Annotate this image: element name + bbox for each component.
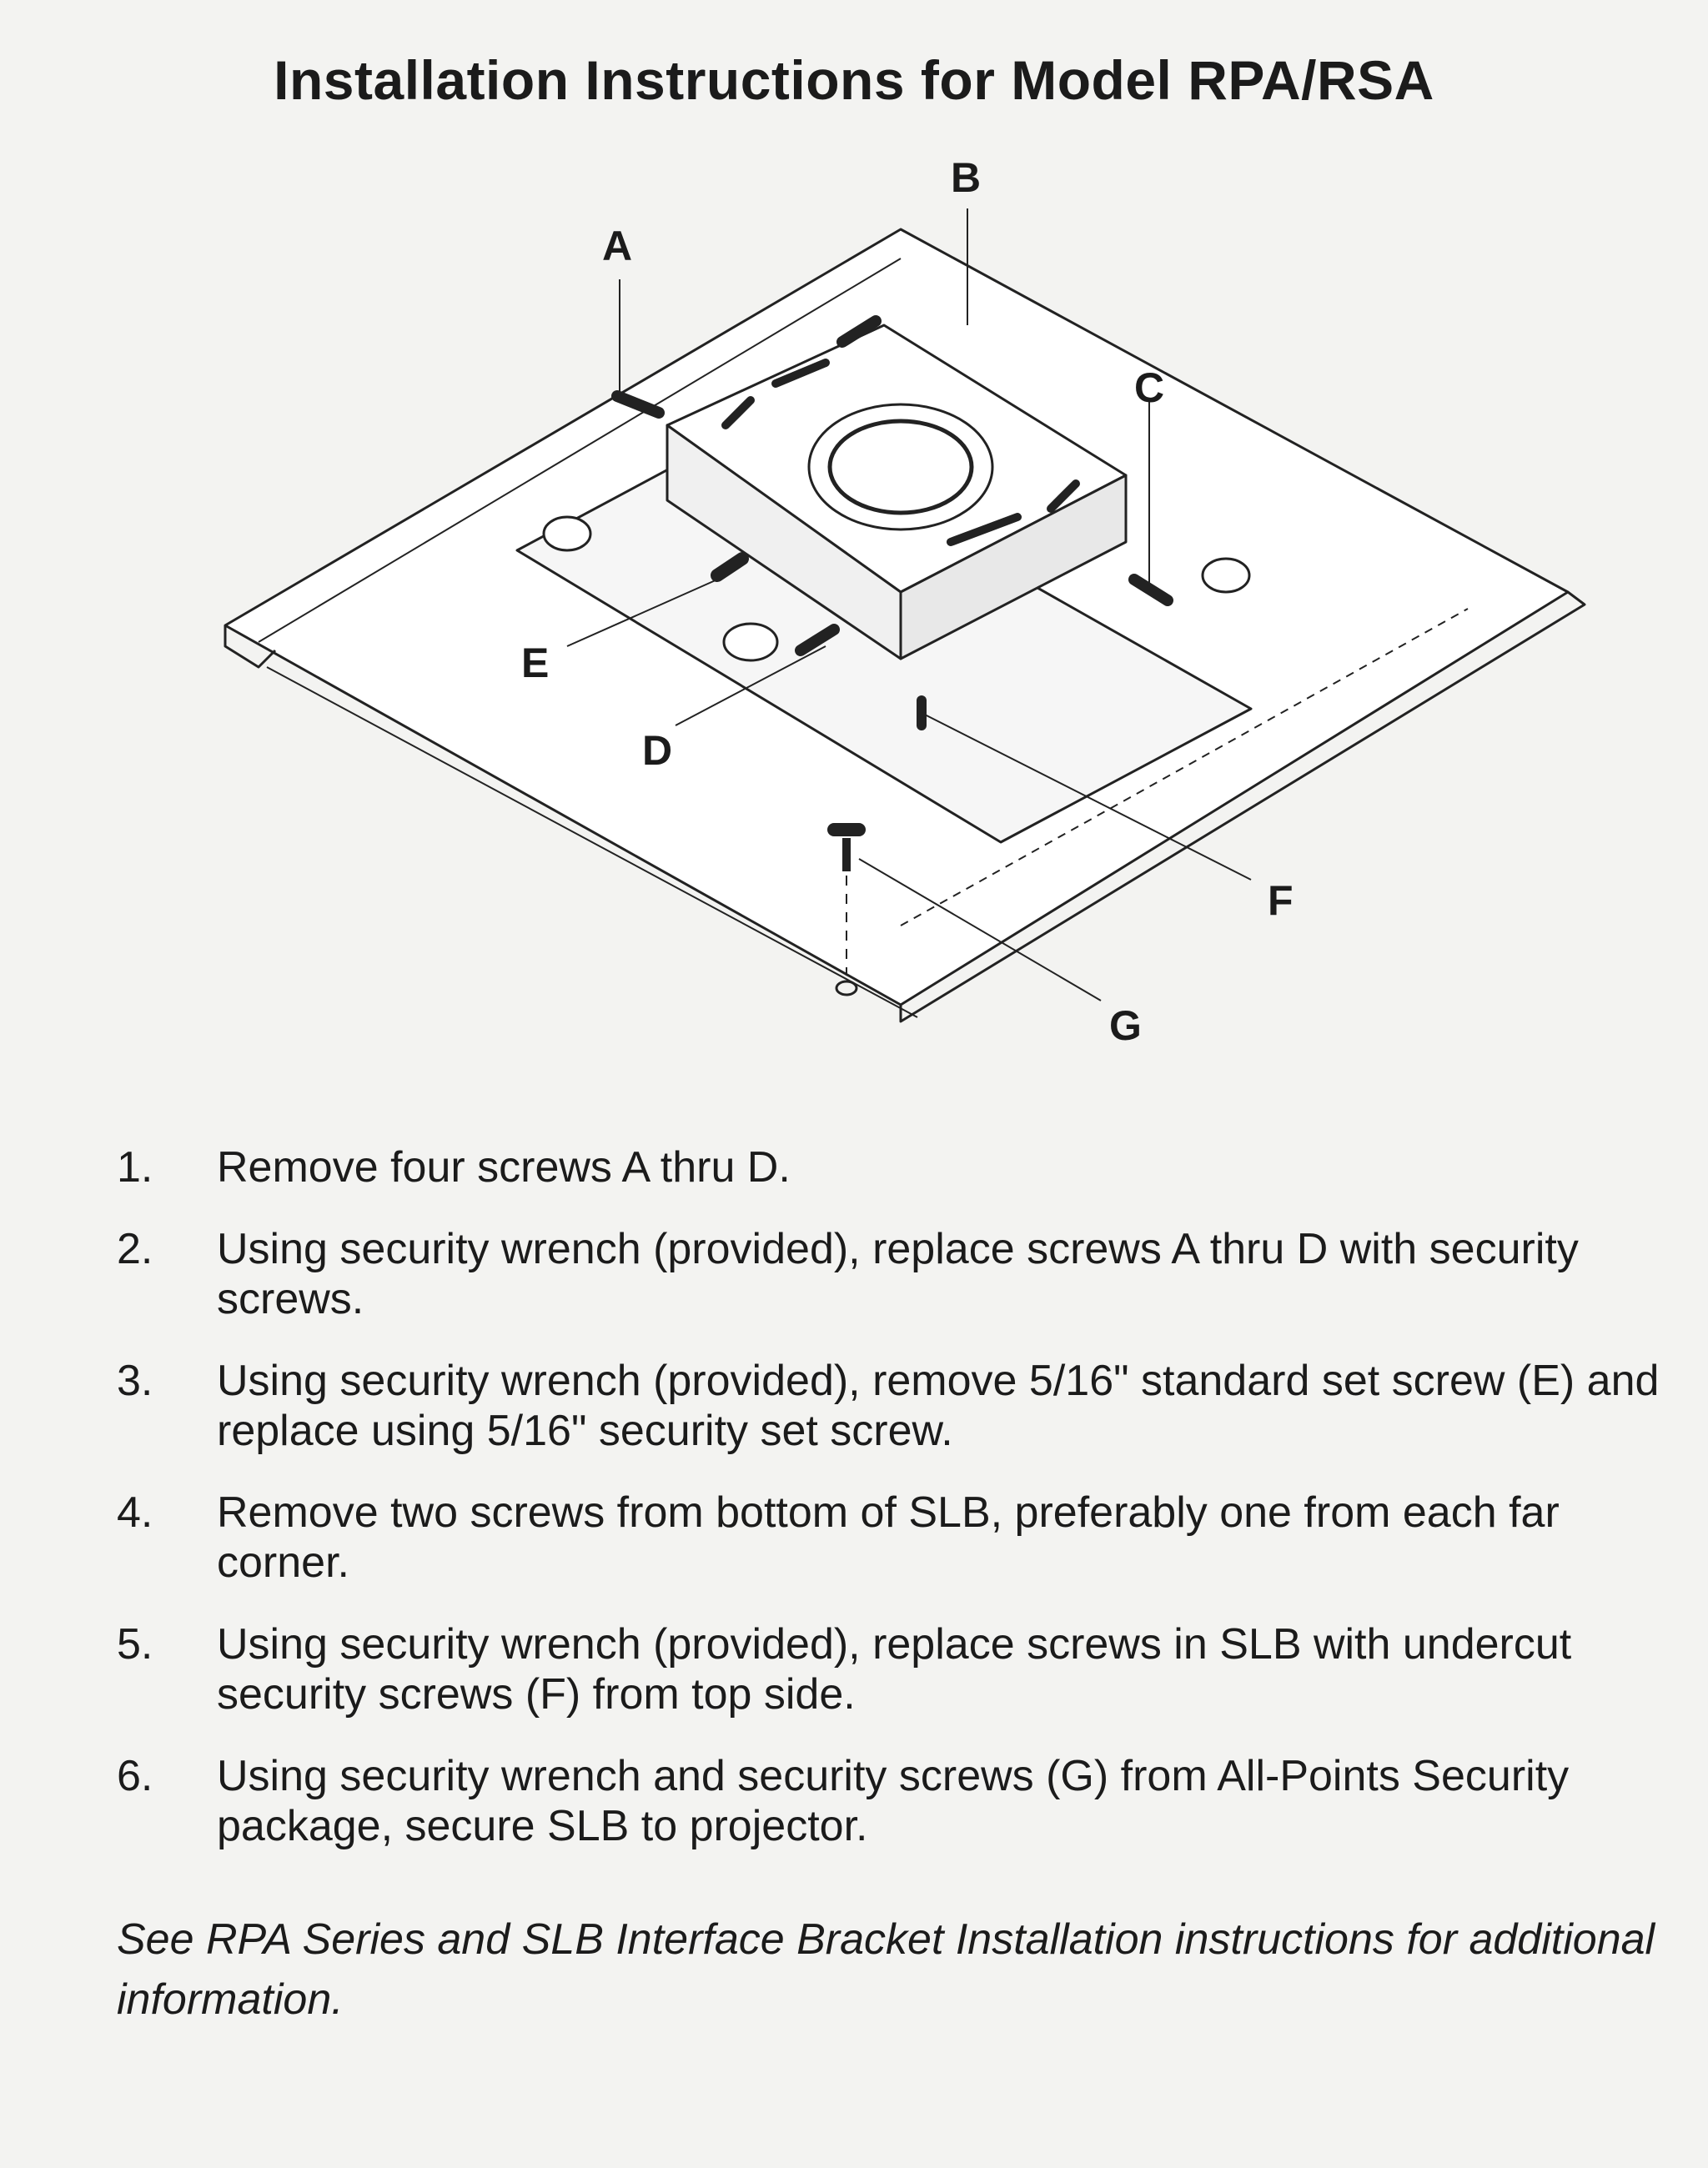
bolt-left <box>542 515 592 552</box>
screw-d <box>795 624 840 656</box>
step-text: Remove four screws A thru D. <box>217 1143 791 1192</box>
instruction-steps: 1. Remove four screws A thru D. 2. Using… <box>117 1142 1668 1883</box>
footnote: See RPA Series and SLB Interface Bracket… <box>117 1915 1655 2024</box>
leader-e <box>566 579 718 647</box>
leader-g <box>858 858 1102 1001</box>
step-text: Using security wrench (provided), replac… <box>217 1620 1572 1719</box>
plate-hole-g <box>835 980 858 996</box>
step-number: 4. <box>117 1488 153 1537</box>
leader-d <box>675 645 826 726</box>
callout-f: F <box>1268 877 1294 924</box>
step-number: 1. <box>117 1143 153 1192</box>
center-bore-inner <box>827 419 974 515</box>
screw-b <box>836 315 882 348</box>
callout-d: D <box>642 727 673 774</box>
instruction-step: 2. Using security wrench (provided), rep… <box>117 1224 1668 1324</box>
instruction-step: 3. Using security wrench (provided), rem… <box>117 1356 1668 1456</box>
callout-b: B <box>951 154 982 201</box>
bolt-front <box>722 622 779 662</box>
plate-dashed-line <box>900 608 1469 926</box>
bolt-right <box>1201 557 1251 594</box>
step-text: Using security wrench (provided), remove… <box>217 1357 1660 1455</box>
page-title: Installation Instructions for Model RPA/… <box>274 49 1434 111</box>
plate-left-flange <box>224 625 277 669</box>
slot-3 <box>947 513 1022 546</box>
center-bore-outer <box>807 403 994 531</box>
plate-rail <box>258 258 902 643</box>
slot-1 <box>771 359 830 388</box>
screw-e <box>711 552 749 582</box>
callout-a: A <box>602 223 633 269</box>
slot-2 <box>721 396 755 429</box>
step-text: Using security wrench (provided), replac… <box>217 1225 1579 1323</box>
leader-f <box>921 712 1252 881</box>
step-text: Using security wrench and security screw… <box>217 1752 1570 1850</box>
plate-rail-2 <box>266 666 918 1018</box>
screw-a <box>611 390 665 419</box>
callout-e: E <box>521 640 550 686</box>
instruction-step: 6. Using security wrench and security sc… <box>117 1751 1668 1851</box>
screw-c <box>1128 574 1173 606</box>
mount-diagram: A B C D E F G <box>167 125 1635 1084</box>
instruction-step: 1. Remove four screws A thru D. <box>117 1142 1668 1192</box>
plate-front-edge <box>899 590 1586 1023</box>
step-number: 5. <box>117 1620 153 1669</box>
slot-4 <box>1047 479 1080 513</box>
callout-g: G <box>1109 1002 1142 1049</box>
instruction-step: 4. Remove two screws from bottom of SLB,… <box>117 1488 1668 1588</box>
step-number: 6. <box>117 1752 153 1800</box>
mount-body-side <box>899 474 1128 660</box>
mount-illustration <box>224 208 1586 1023</box>
step-number: 2. <box>117 1225 153 1273</box>
instruction-step: 5. Using security wrench (provided), rep… <box>117 1619 1668 1719</box>
callout-c: C <box>1134 364 1165 411</box>
step-number: 3. <box>117 1357 153 1405</box>
step-text: Remove two screws from bottom of SLB, pr… <box>217 1488 1560 1587</box>
